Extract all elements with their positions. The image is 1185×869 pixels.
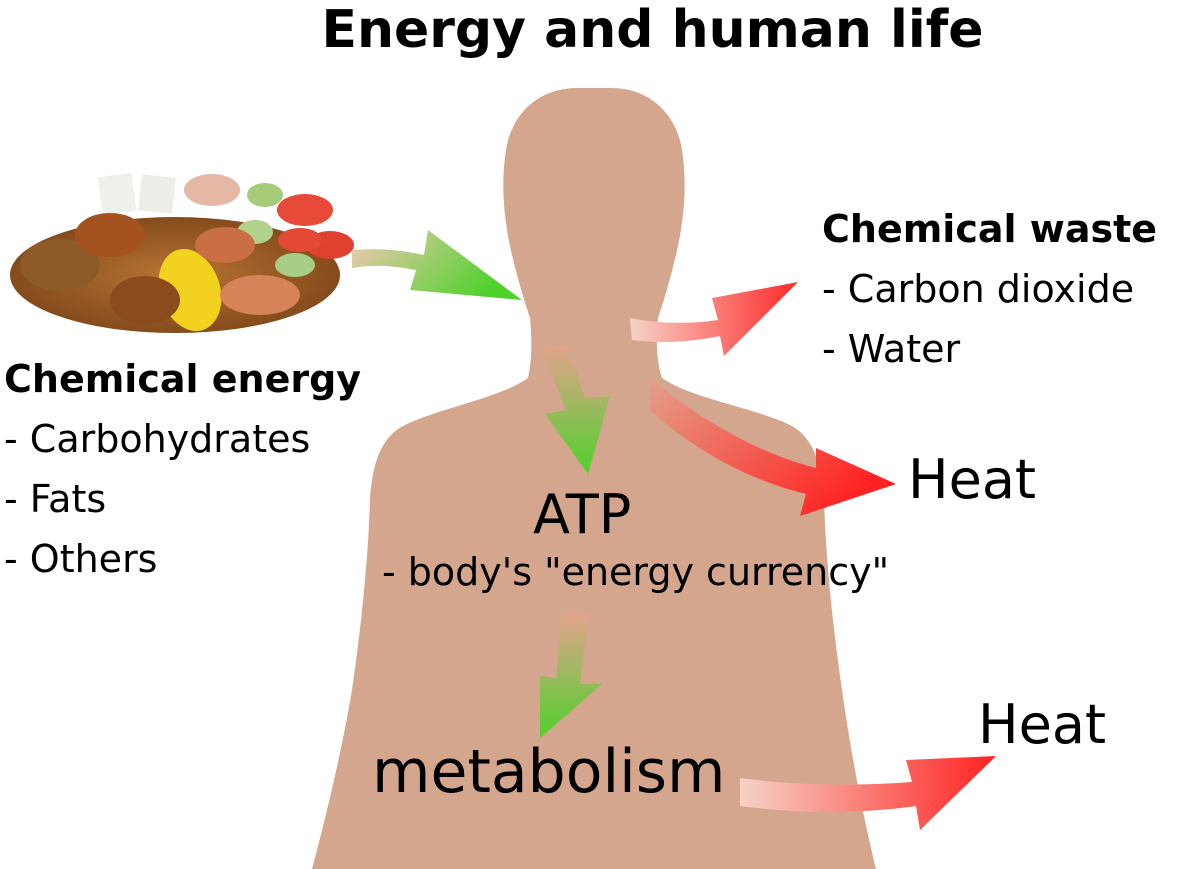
chemical-waste-item: - Water xyxy=(822,327,961,371)
chest-to-atp-arrow xyxy=(542,346,610,474)
atp-label: ATP xyxy=(533,483,632,546)
food-plate-icon xyxy=(10,172,354,333)
metabolism-label: metabolism xyxy=(372,737,726,807)
chemical-energy-item: - Others xyxy=(4,537,158,581)
chemical-waste-item: - Carbon dioxide xyxy=(822,267,1135,311)
atp-note: - body's "energy currency" xyxy=(382,550,890,594)
food-to-body-arrow xyxy=(352,230,522,300)
chemical-waste-heading: Chemical waste xyxy=(822,207,1158,251)
chemical-energy-item: - Fats xyxy=(4,477,107,521)
atp-to-metabolism-arrow xyxy=(540,614,602,738)
heat-lower-label: Heat xyxy=(978,693,1107,756)
body-to-heat-upper-arrow xyxy=(650,378,896,516)
page-title: Energy and human life xyxy=(321,0,984,60)
chemical-energy-item: - Carbohydrates xyxy=(4,417,311,461)
body-to-waste-arrow xyxy=(630,282,798,356)
chemical-energy-heading: Chemical energy xyxy=(4,357,362,401)
metabolism-to-heat-lower-arrow xyxy=(740,756,996,830)
heat-upper-label: Heat xyxy=(908,448,1037,511)
human-silhouette-icon xyxy=(312,88,876,869)
